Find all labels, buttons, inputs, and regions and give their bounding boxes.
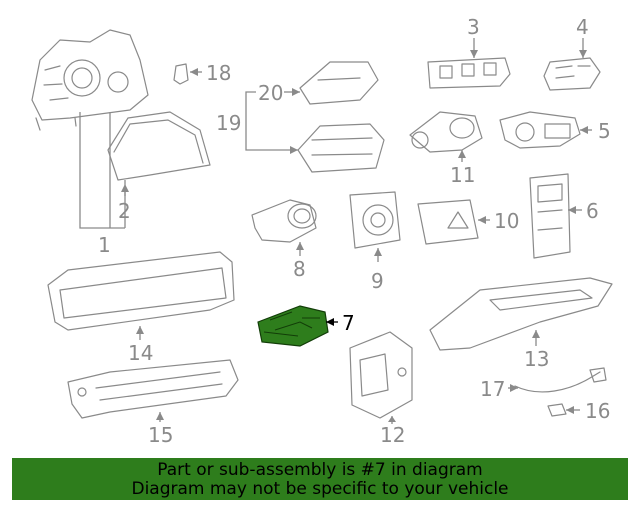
part-3-switch[interactable] xyxy=(427,57,511,89)
callout-8: 8 xyxy=(293,257,306,281)
part-20-unit[interactable] xyxy=(299,61,379,105)
part-6-module[interactable] xyxy=(529,173,571,259)
part-2-meter-glass[interactable] xyxy=(107,111,211,181)
callout-3: 3 xyxy=(467,15,480,39)
part-9-switch[interactable] xyxy=(349,191,401,249)
part-10-hazard-switch[interactable] xyxy=(417,199,479,245)
part-18-clip[interactable] xyxy=(173,63,189,85)
callout-12: 12 xyxy=(380,423,405,447)
callout-11: 11 xyxy=(450,163,475,187)
callout-13: 13 xyxy=(524,347,549,371)
part-7-highlighted[interactable] xyxy=(257,305,329,347)
callout-2: 2 xyxy=(118,199,131,223)
info-banner: Part or sub-assembly is #7 in diagram Di… xyxy=(12,458,628,500)
callout-16: 16 xyxy=(585,399,610,423)
callout-4: 4 xyxy=(576,15,589,39)
part-14-display[interactable] xyxy=(47,251,235,331)
part-8-switch[interactable] xyxy=(251,199,317,243)
callout-18: 18 xyxy=(206,61,231,85)
callout-1: 1 xyxy=(98,233,111,257)
callout-20: 20 xyxy=(258,81,283,105)
callout-17: 17 xyxy=(480,377,505,401)
part-17-wire[interactable] xyxy=(514,367,607,393)
part-4-switch[interactable] xyxy=(543,57,601,91)
banner-line-1: Part or sub-assembly is #7 in diagram xyxy=(157,460,483,480)
part-11-switch[interactable] xyxy=(409,111,483,153)
callout-15: 15 xyxy=(148,423,173,447)
part-1-meter-housing[interactable] xyxy=(31,29,149,131)
banner-line-2: Diagram may not be specific to your vehi… xyxy=(131,479,509,499)
leader-arrows xyxy=(121,50,588,422)
part-19-unit[interactable] xyxy=(297,123,385,173)
part-15-bracket[interactable] xyxy=(67,359,239,419)
callout-7[interactable]: 7 xyxy=(342,311,355,335)
part-5-switch[interactable] xyxy=(499,111,581,149)
callout-14: 14 xyxy=(128,341,153,365)
callout-6: 6 xyxy=(586,199,599,223)
part-12-bracket[interactable] xyxy=(349,331,413,419)
callout-19: 19 xyxy=(216,111,241,135)
part-13-panel[interactable] xyxy=(429,277,613,351)
callout-9: 9 xyxy=(371,269,384,293)
callout-5: 5 xyxy=(598,119,611,143)
part-16-clip[interactable] xyxy=(547,403,567,417)
callout-10: 10 xyxy=(494,209,519,233)
